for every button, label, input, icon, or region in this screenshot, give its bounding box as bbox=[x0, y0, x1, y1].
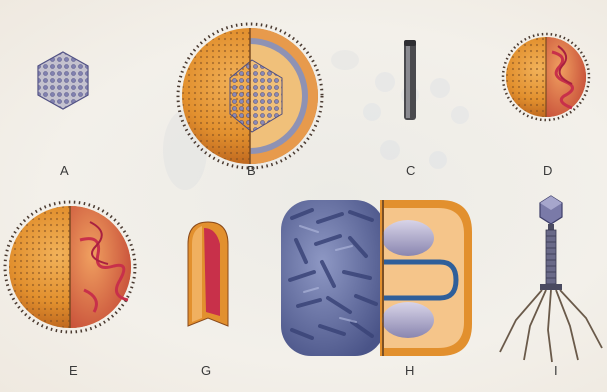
virus-c-rod bbox=[404, 40, 416, 120]
virus-g-bullet bbox=[188, 222, 228, 326]
label-i: I bbox=[554, 363, 558, 378]
label-a: A bbox=[60, 163, 69, 178]
virus-a-icosahedral bbox=[38, 52, 88, 109]
virus-e-enveloped-helical bbox=[5, 202, 135, 332]
label-d: D bbox=[543, 163, 552, 178]
virus-i-bacteriophage bbox=[500, 196, 602, 362]
label-g: G bbox=[201, 363, 211, 378]
label-b: B bbox=[247, 163, 256, 178]
virus-d-enveloped-helical bbox=[503, 34, 589, 120]
label-h: H bbox=[405, 363, 414, 378]
label-c: C bbox=[406, 163, 415, 178]
label-e: E bbox=[69, 363, 78, 378]
virus-h-brick bbox=[281, 200, 472, 356]
